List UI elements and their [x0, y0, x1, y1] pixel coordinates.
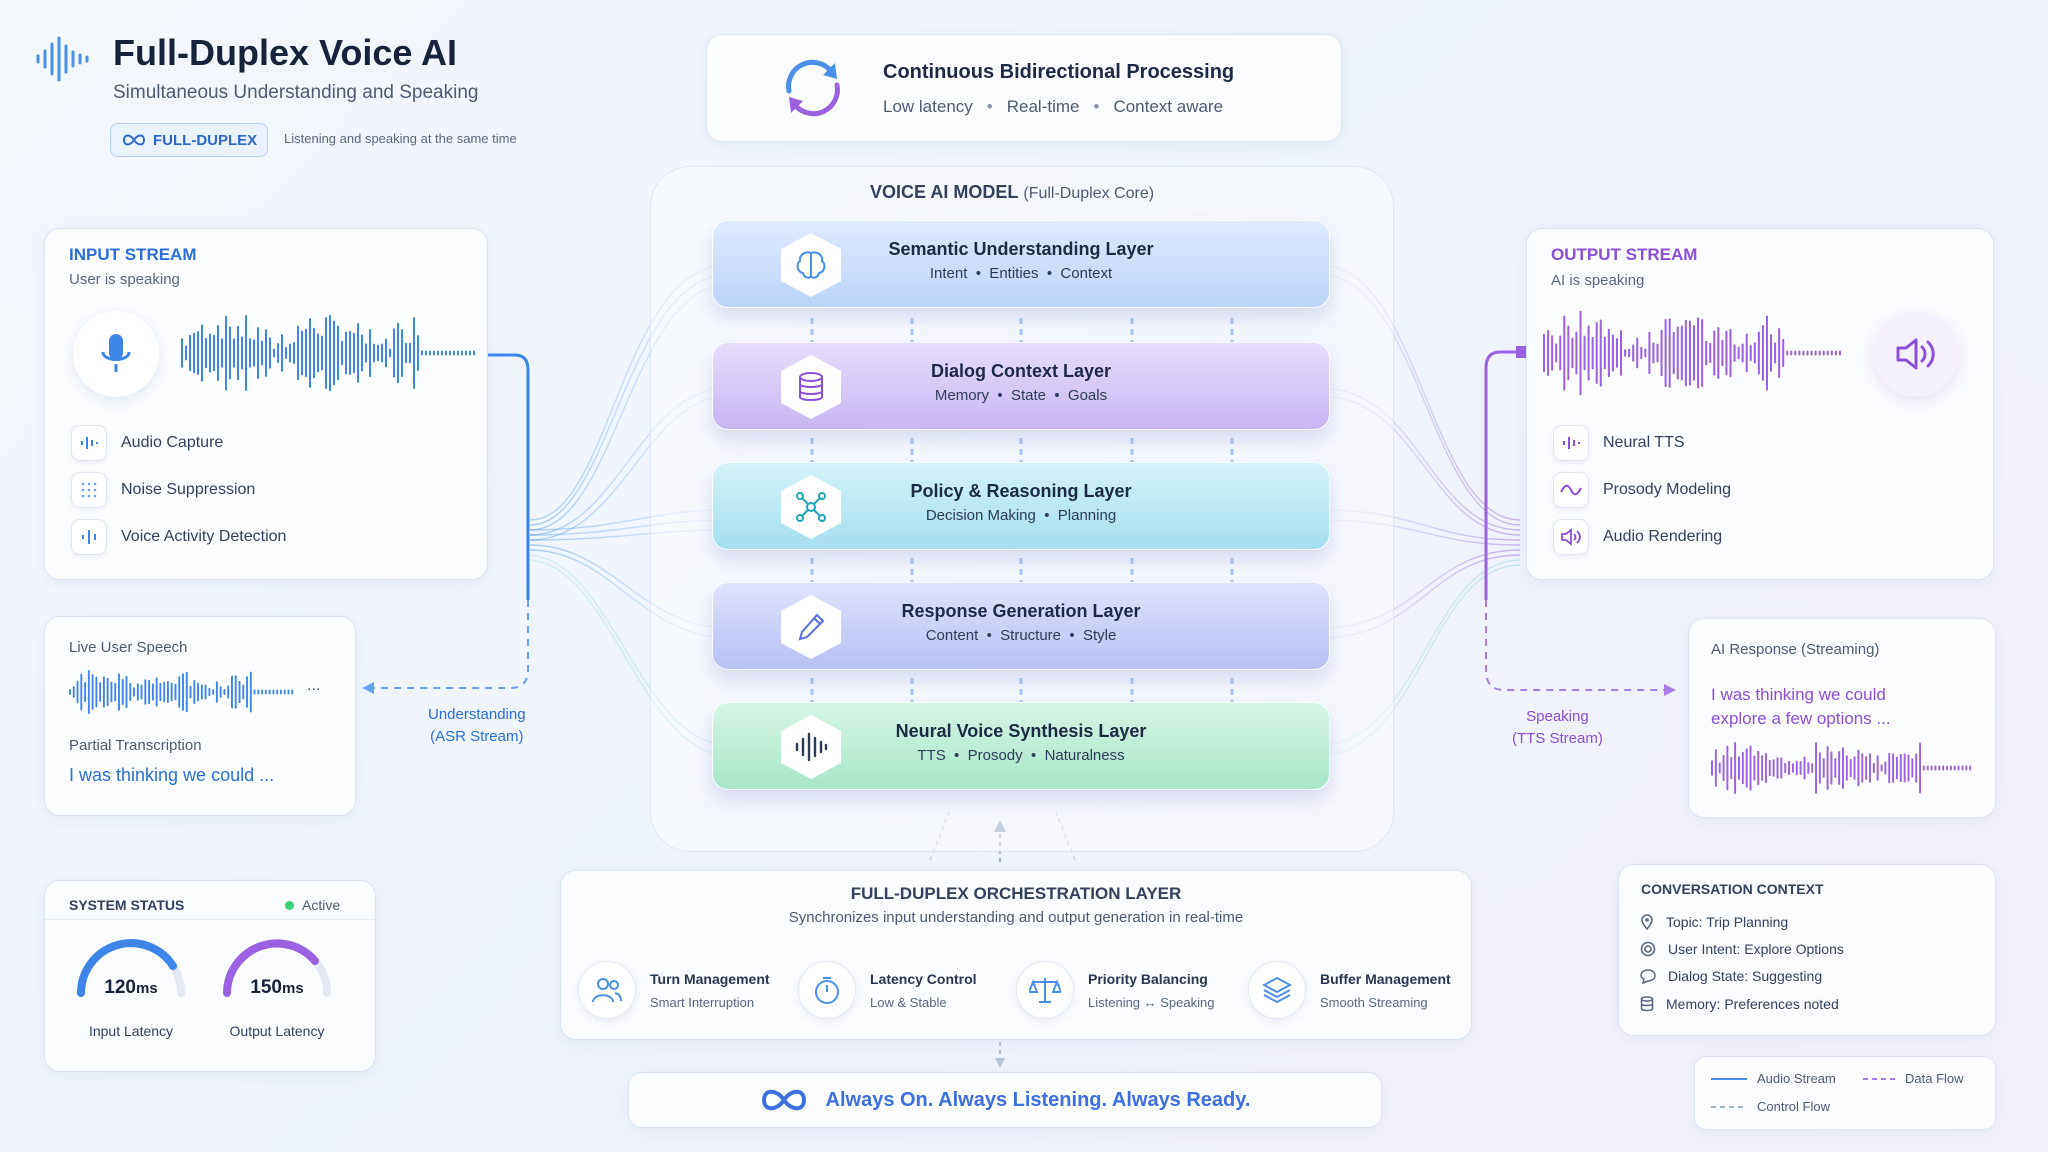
model-title: VOICE AI MODEL (Full-Duplex Core)	[870, 182, 1155, 202]
prosody-modeling-item: Prosody Modeling	[1553, 472, 1731, 508]
legend-data: Data Flow	[1905, 1071, 1964, 1086]
context-topic: Topic: Trip Planning	[1640, 914, 1788, 930]
tag-low-latency: Low latency	[883, 97, 973, 116]
legend-control: Control Flow	[1757, 1099, 1830, 1114]
policy-reasoning-layer: Policy & Reasoning Layer Decision Making…	[712, 462, 1330, 550]
input-latency-label: Input Latency	[88, 1023, 174, 1039]
output-waveform	[1543, 311, 1841, 395]
pen-icon	[781, 595, 841, 659]
audio-rendering-item: Audio Rendering	[1553, 519, 1722, 555]
input-stream-status: User is speaking	[69, 271, 180, 288]
tagline-card: Always On. Always Listening. Always Read…	[628, 1072, 1382, 1128]
target-icon	[1640, 941, 1656, 957]
status-badge: Active	[285, 897, 340, 913]
processing-card: Continuous Bidirectional Processing Low …	[706, 34, 1342, 142]
data-flow-swatch	[1863, 1078, 1897, 1080]
active-dot	[285, 900, 294, 910]
voice-activity-icon	[71, 519, 107, 555]
tagline-text: Always On. Always Listening. Always Read…	[825, 1088, 1251, 1111]
tag-context-aware: Context aware	[1113, 97, 1224, 116]
users-icon	[578, 961, 636, 1019]
prosody-wave-icon	[1553, 472, 1589, 508]
conversation-context-card: CONVERSATION CONTEXT	[1618, 864, 1996, 1036]
legend-audio: Audio Stream	[1757, 1071, 1836, 1086]
neural-voice-synthesis-layer: Neural Voice Synthesis Layer TTS • Proso…	[712, 702, 1330, 790]
input-waveform	[181, 314, 475, 392]
timer-icon	[798, 961, 856, 1019]
ai-response-title: AI Response (Streaming)	[1711, 641, 1880, 658]
system-status-card: SYSTEM STATUS Active 120ms Input Latency…	[44, 880, 376, 1072]
orchestration-subtitle: Synchronizes input understanding and out…	[788, 909, 1244, 926]
ai-response-card: AI Response (Streaming) I was thinking w…	[1688, 618, 1996, 818]
infinity-icon	[122, 134, 146, 146]
tag-real-time: Real-time	[1006, 97, 1080, 116]
full-duplex-badge: FULL-DUPLEX	[110, 123, 268, 157]
orchestration-card	[560, 870, 1472, 1040]
infinity-logo-icon	[761, 1089, 806, 1111]
live-speech-waveform	[69, 670, 294, 714]
input-stream-card: INPUT STREAM User is speaking Audio Capt…	[44, 228, 488, 580]
input-latency-gauge	[77, 939, 185, 997]
database-small-icon	[1640, 996, 1654, 1012]
output-latency-gauge	[223, 939, 331, 997]
processing-title: Continuous Bidirectional Processing	[883, 61, 1235, 83]
output-latency-value: 150ms	[250, 977, 304, 998]
live-speech-ellipsis: ...	[307, 677, 321, 694]
system-status-title: SYSTEM STATUS	[69, 897, 185, 913]
input-latency-value: 120ms	[104, 977, 158, 998]
transcription-label: Partial Transcription	[69, 737, 202, 754]
partial-transcription: I was thinking we could ...	[69, 765, 275, 785]
page-title: Full-Duplex Voice AI	[113, 32, 458, 73]
live-speech-title: Live User Speech	[69, 639, 188, 656]
audio-stream-swatch	[1711, 1078, 1747, 1080]
legend-card: Audio Stream Data Flow Control Flow	[1694, 1056, 1996, 1130]
scale-icon	[1016, 961, 1074, 1019]
context-dialog-state: Dialog State: Suggesting	[1640, 968, 1822, 984]
semantic-understanding-layer: Semantic Understanding Layer Intent • En…	[712, 220, 1330, 308]
badge-note: Listening and speaking at the same time	[284, 131, 517, 146]
processing-tags: Low latency• Real-time• Context aware	[883, 97, 1224, 116]
layers-icon	[1248, 961, 1306, 1019]
neural-tts-icon	[1553, 425, 1589, 461]
waveform-icon	[781, 715, 841, 779]
waveform-logo-icon	[36, 36, 89, 82]
cycle-icon	[786, 59, 840, 117]
live-speech-card: Live User Speech ... Partial Transcripti…	[44, 616, 356, 816]
ai-response-waveform	[1711, 742, 1972, 794]
understanding-label: Understanding(ASR Stream)	[428, 706, 526, 745]
neural-tts-item: Neural TTS	[1553, 425, 1685, 461]
output-latency-label: Output Latency	[229, 1023, 325, 1039]
page-subtitle: Simultaneous Understanding and Speaking	[113, 82, 479, 103]
mic-icon	[73, 311, 159, 397]
control-flow-swatch	[1711, 1106, 1747, 1108]
chat-icon	[1640, 969, 1656, 984]
pin-icon	[1641, 914, 1653, 930]
audio-capture-icon	[71, 425, 107, 461]
output-stream-card: OUTPUT STREAM AI is speaking Neural TTS …	[1526, 228, 1994, 580]
output-stream-title: OUTPUT STREAM	[1551, 245, 1698, 264]
context-memory: Memory: Preferences noted	[1640, 996, 1839, 1012]
context-intent: User Intent: Explore Options	[1640, 941, 1844, 957]
output-stream-status: AI is speaking	[1551, 272, 1645, 289]
speaker-icon	[1873, 311, 1959, 397]
conversation-context-title: CONVERSATION CONTEXT	[1641, 881, 1824, 897]
input-stream-title: INPUT STREAM	[69, 245, 197, 264]
voice-activity-item: Voice Activity Detection	[71, 519, 286, 555]
audio-capture-item: Audio Capture	[71, 425, 223, 461]
noise-suppression-item: Noise Suppression	[71, 472, 255, 508]
speaking-label: Speaking(TTS Stream)	[1512, 708, 1603, 747]
response-generation-layer: Response Generation Layer Content • Stru…	[712, 582, 1330, 670]
noise-grid-icon	[71, 472, 107, 508]
orchestration-title: FULL-DUPLEX ORCHESTRATION LAYER	[850, 884, 1182, 903]
audio-rendering-icon	[1553, 519, 1589, 555]
dialog-context-layer: Dialog Context Layer Memory • State • Go…	[712, 342, 1330, 430]
